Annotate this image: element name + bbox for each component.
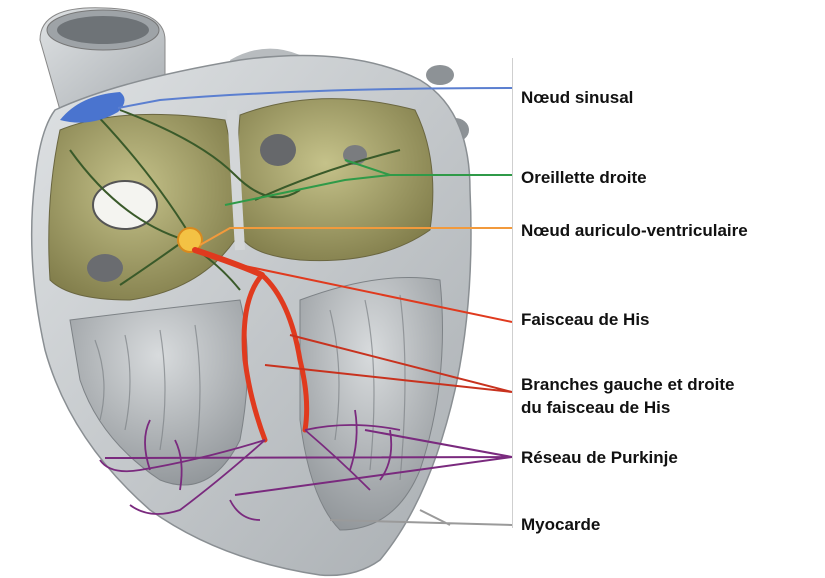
label-column-divider <box>512 58 513 528</box>
label-branches-line2: du faisceau de His <box>521 397 670 419</box>
label-branches-line1: Branches gauche et droite <box>521 374 735 396</box>
left-atrium-chamber <box>238 99 433 261</box>
label-bundle-his: Faisceau de His <box>521 309 650 331</box>
label-sa-node: Nœud sinusal <box>521 87 633 109</box>
label-purkinje: Réseau de Purkinje <box>521 447 678 469</box>
label-right-atrium: Oreillette droite <box>521 167 647 189</box>
label-myocardium: Myocarde <box>521 514 600 536</box>
label-av-node: Nœud auriculo-ventriculaire <box>521 220 748 242</box>
